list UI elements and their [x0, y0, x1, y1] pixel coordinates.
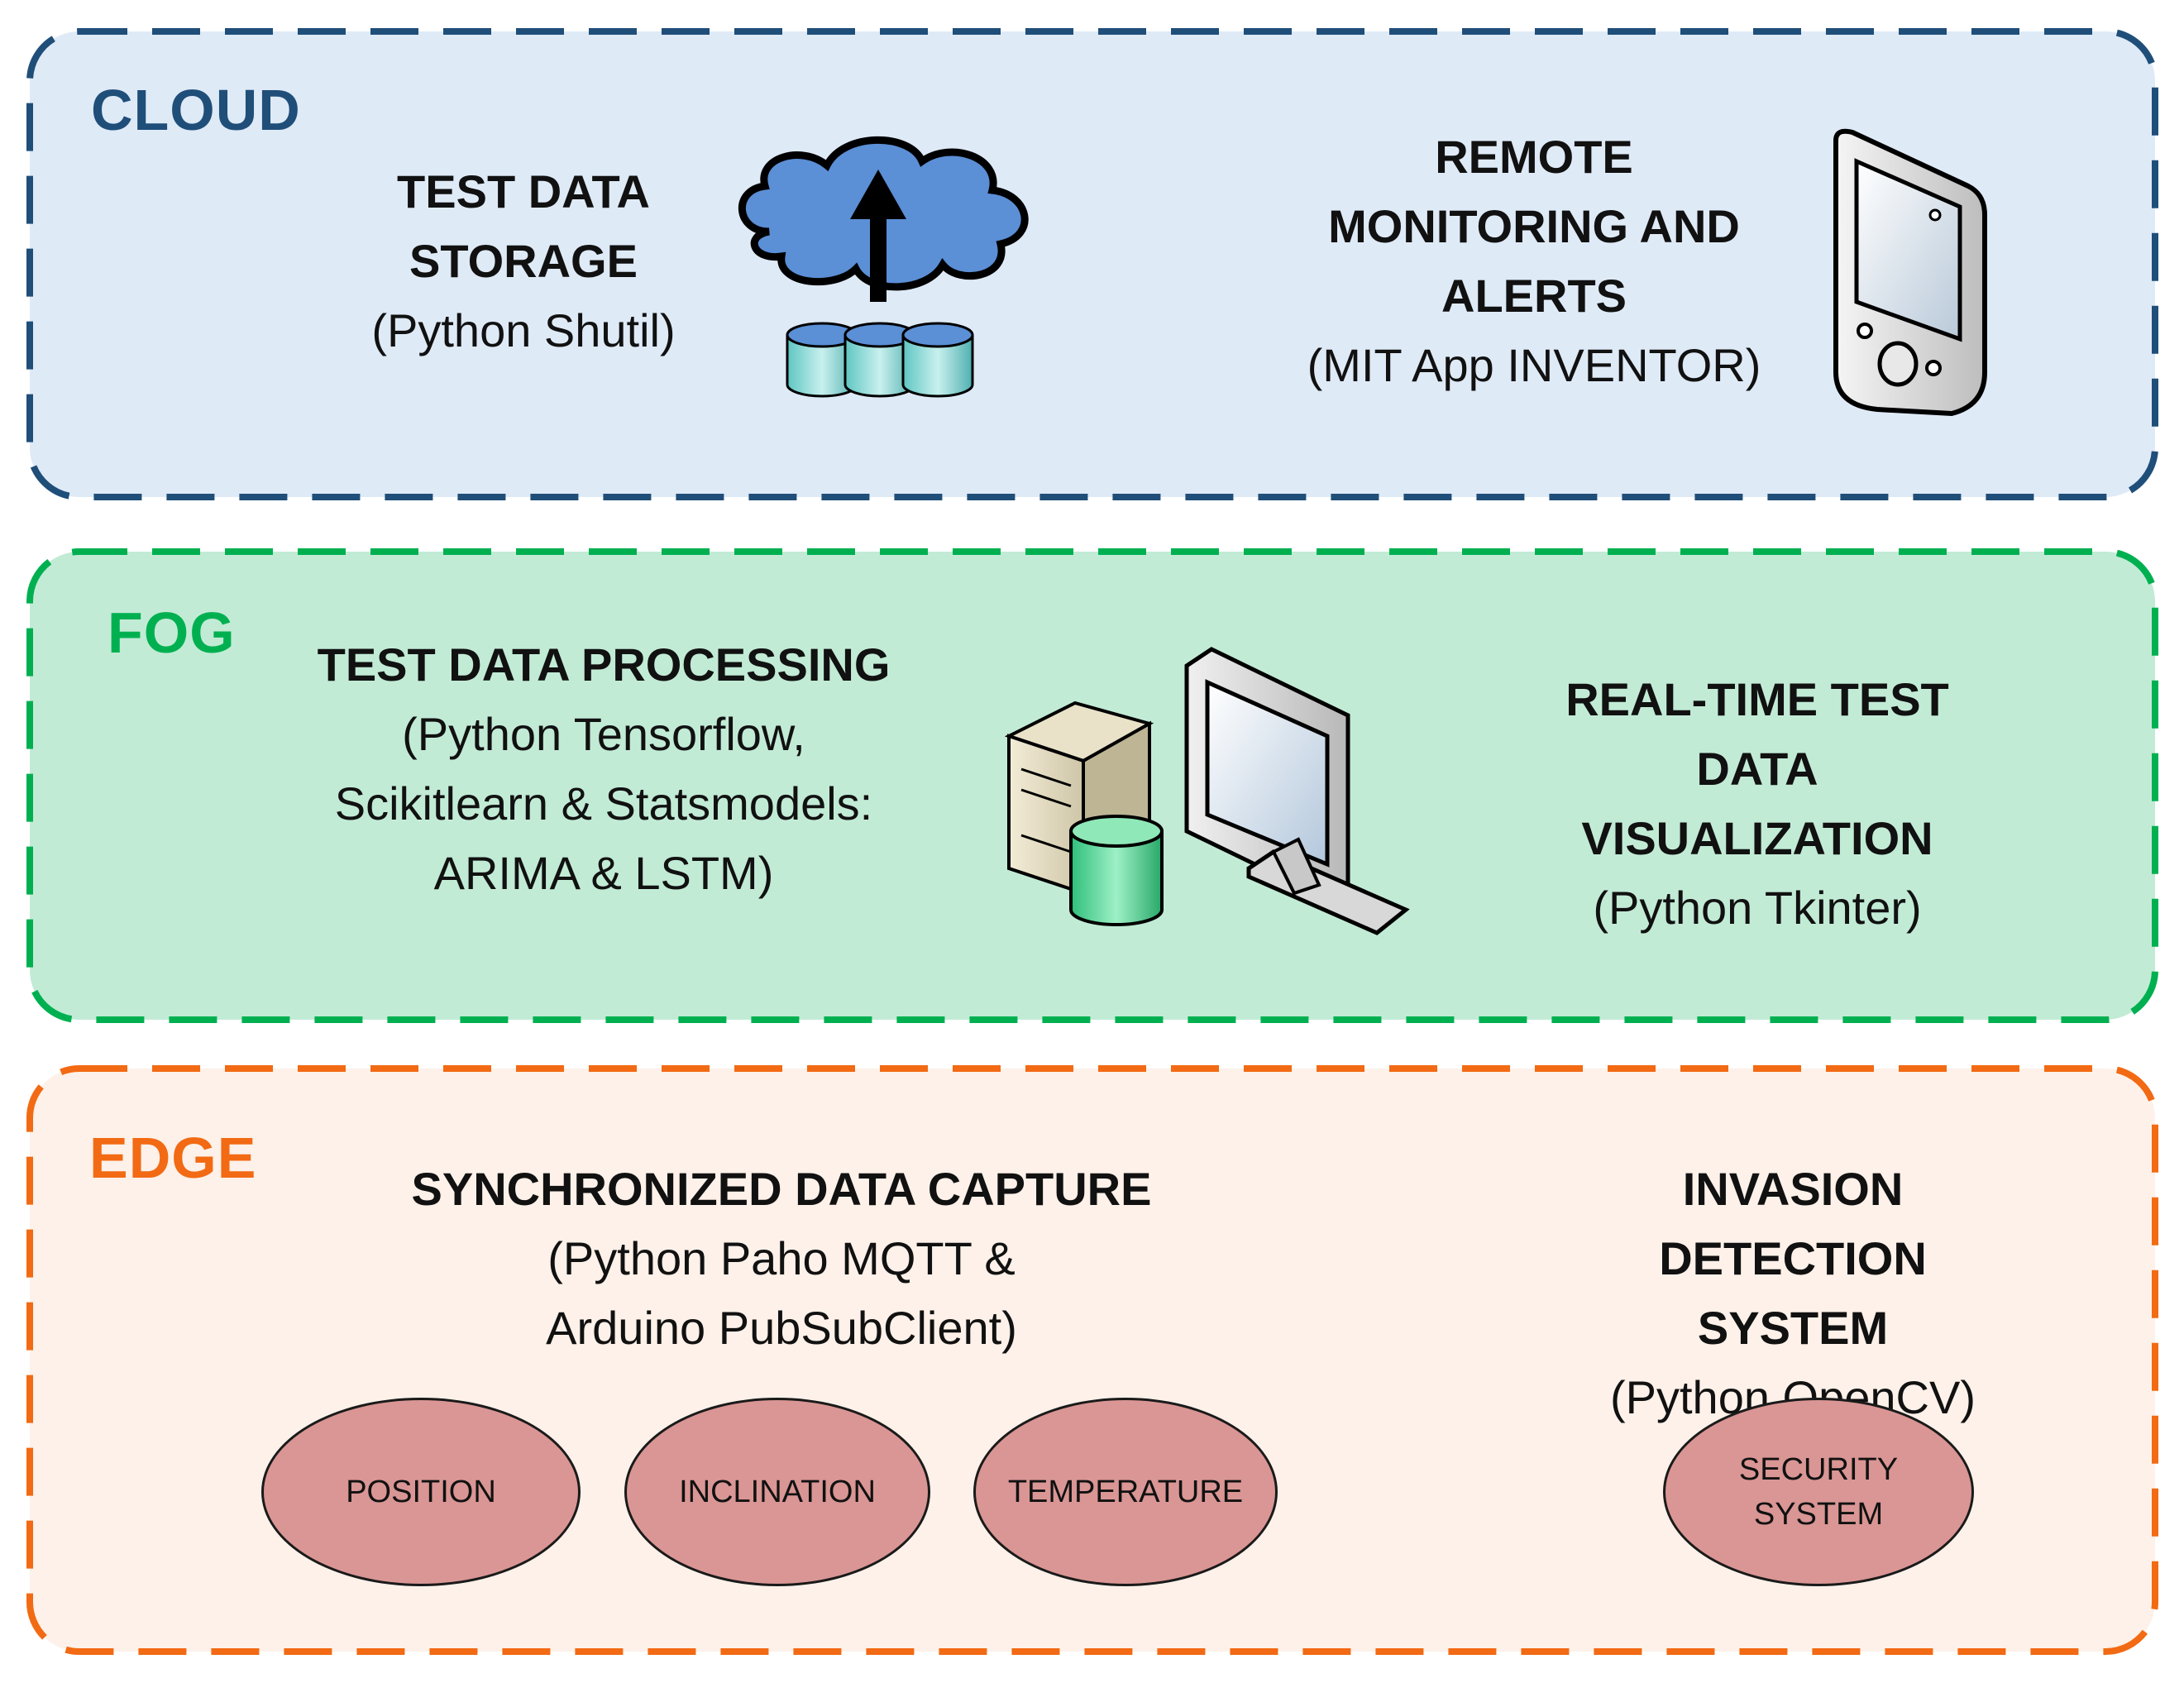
- security-system: SECURITY SYSTEM: [1663, 1398, 1974, 1586]
- test-data-storage-block: TEST DATA STORAGE (Python Shutil): [371, 157, 675, 366]
- invasion-detection-block: INVASION DETECTION SYSTEM (Python OpenCV…: [1598, 1155, 1989, 1432]
- block-subtitle: (Python Tensorflow, Scikitlearn & Statsm…: [334, 708, 873, 899]
- test-data-processing-block: TEST DATA PROCESSING (Python Tensorflow,…: [318, 630, 891, 908]
- edge-label: EDGE: [89, 1126, 257, 1190]
- mobile-device-icon: [1819, 124, 2001, 426]
- block-title: TEST DATA PROCESSING: [317, 638, 891, 691]
- block-title: SYNCHRONIZED DATA CAPTURE: [411, 1163, 1152, 1215]
- cloud-database-upload-icon: [719, 132, 1050, 434]
- remote-monitoring-block: REMOTE MONITORING AND ALERTS (MIT App IN…: [1307, 122, 1761, 400]
- block-subtitle: (Python Paho MQTT & Arduino PubSubClient…: [546, 1232, 1017, 1354]
- fog-label: FOG: [108, 600, 236, 665]
- sensor-position: POSITION: [261, 1398, 581, 1586]
- block-title: INVASION DETECTION SYSTEM: [1659, 1163, 1927, 1354]
- block-title: REAL-TIME TEST DATA VISUALIZATION: [1565, 673, 1949, 864]
- block-title: REMOTE MONITORING AND ALERTS: [1328, 131, 1740, 322]
- synchronized-data-capture-block: SYNCHRONIZED DATA CAPTURE (Python Paho M…: [412, 1155, 1152, 1363]
- sensor-inclination: INCLINATION: [624, 1398, 930, 1586]
- cloud-panel: [26, 28, 2158, 500]
- block-subtitle: (Python Tkinter): [1593, 882, 1922, 934]
- block-subtitle: (MIT App INVENTOR): [1307, 339, 1761, 391]
- block-subtitle: (Python Shutil): [371, 304, 676, 356]
- sensor-temperature: TEMPERATURE: [973, 1398, 1278, 1586]
- server-database-icon: [1001, 645, 1431, 947]
- real-time-visualization-block: REAL-TIME TEST DATA VISUALIZATION (Pytho…: [1544, 665, 1971, 943]
- block-title: TEST DATA STORAGE: [397, 165, 650, 287]
- monitor-icon: [1187, 649, 1435, 939]
- cloud-label: CLOUD: [91, 78, 301, 142]
